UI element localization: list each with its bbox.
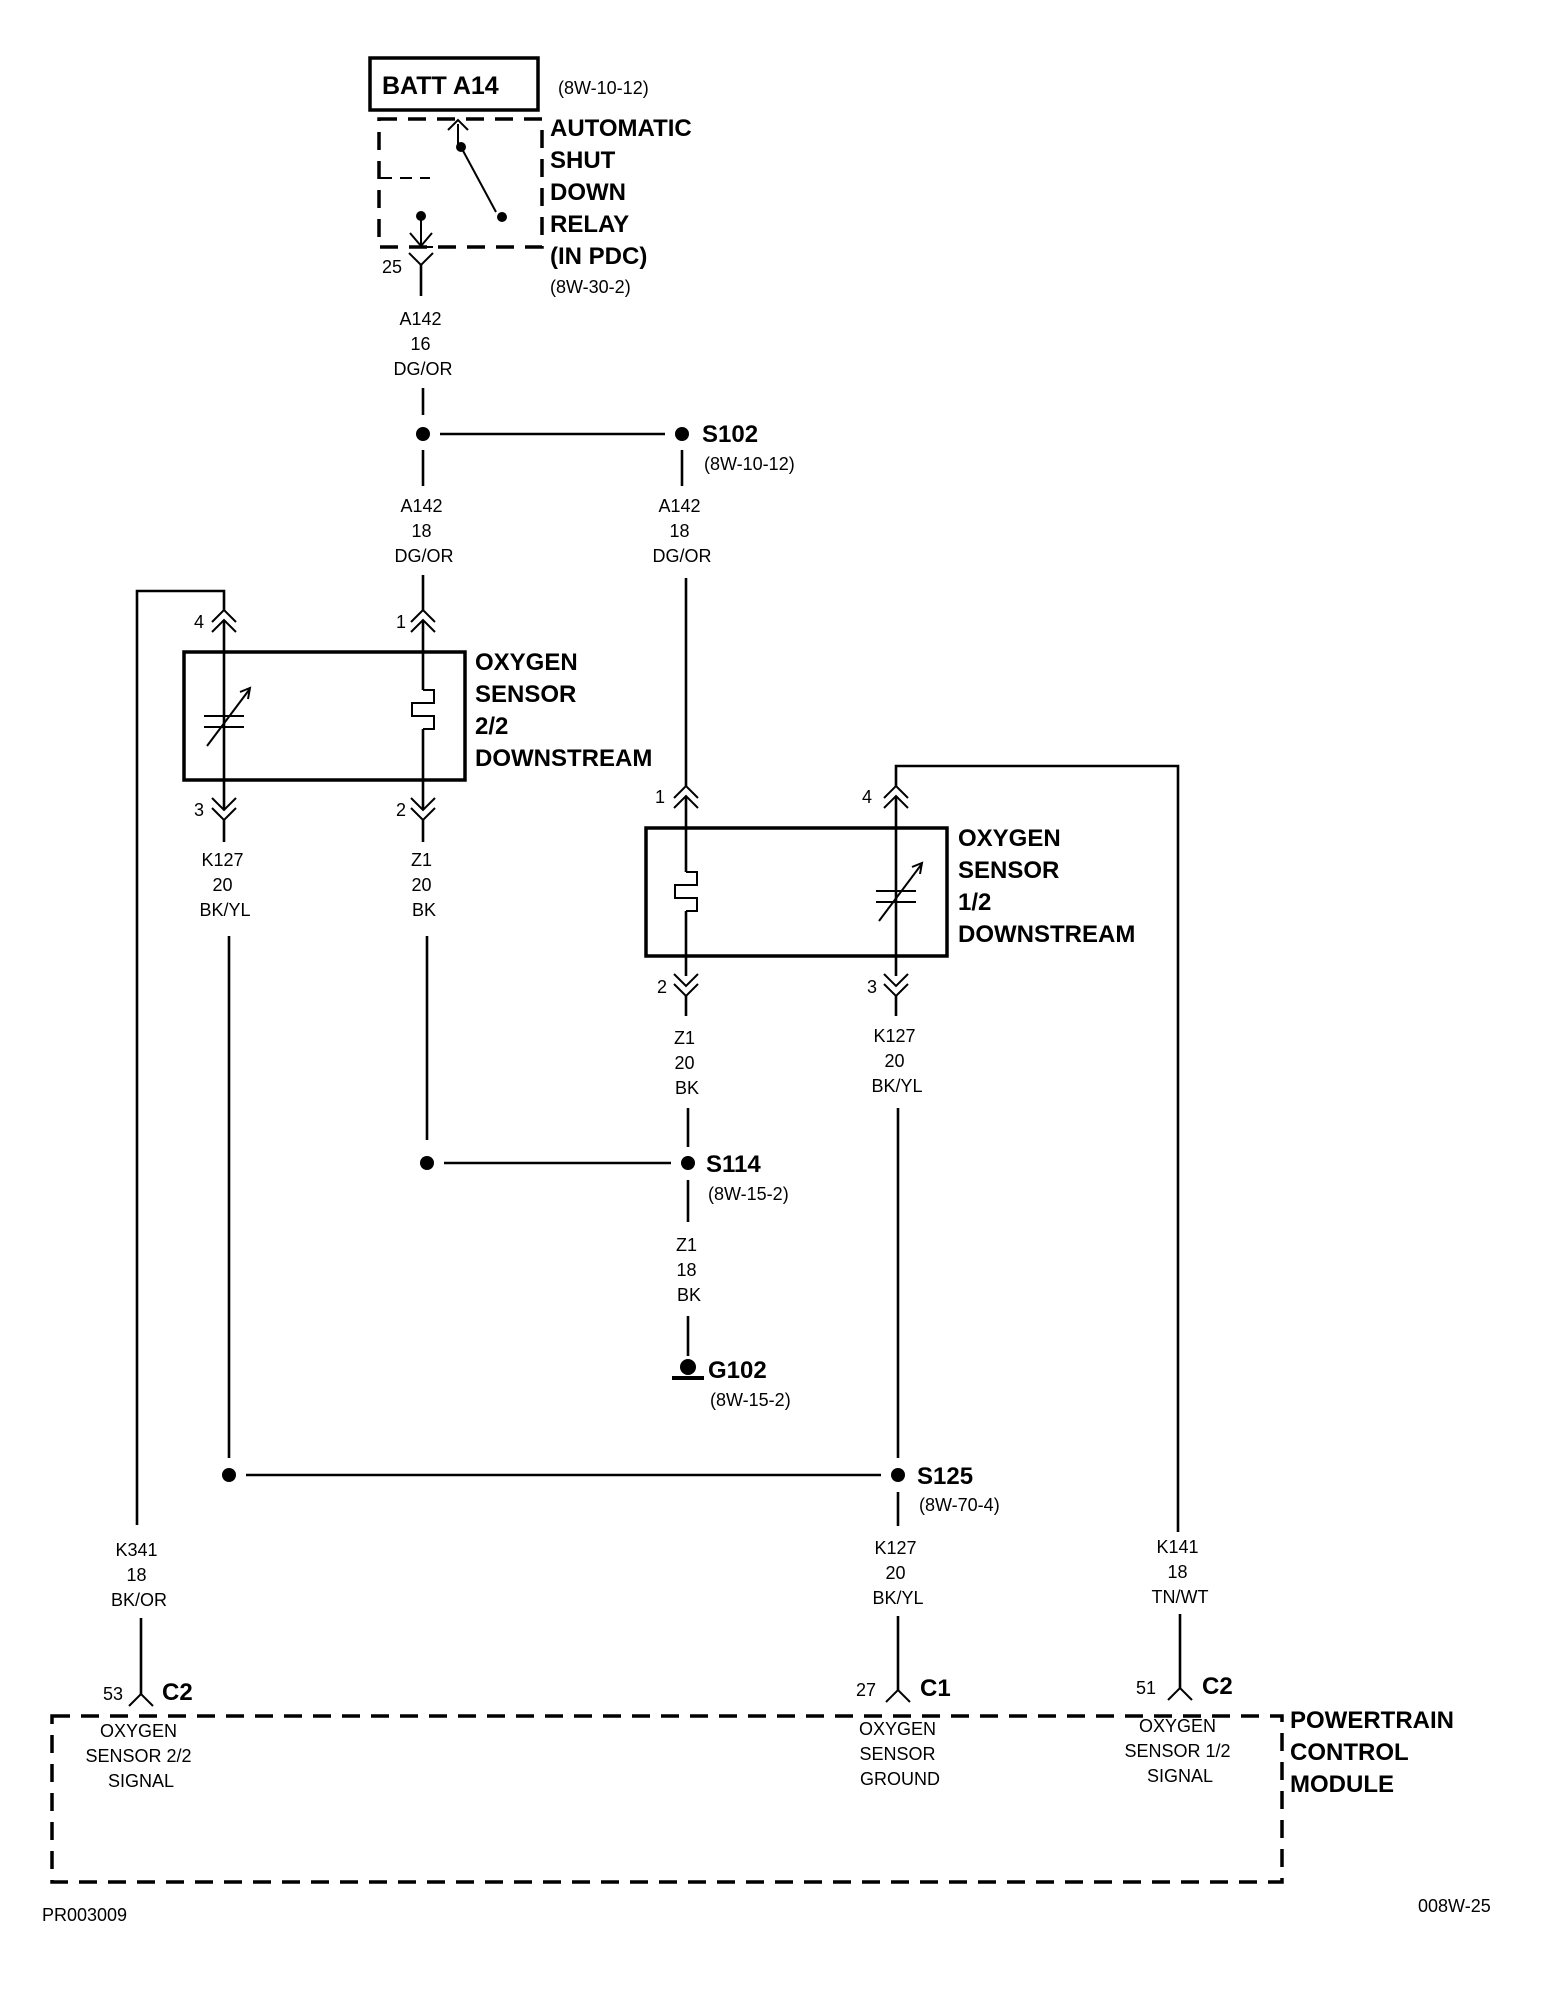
s114-label: S114 — [706, 1151, 761, 1178]
wire-z1-left-label: Z1 20 BK — [411, 850, 437, 920]
relay-box — [377, 117, 544, 249]
s22-pin-top-right: 1 — [396, 612, 406, 632]
variable-resistor-icon — [204, 686, 252, 747]
s125-ref: (8W-70-4) — [919, 1495, 1000, 1515]
wire-k127-left-label: K127 20 BK/YL — [199, 850, 250, 920]
s22-pin-top-left: 4 — [194, 612, 204, 632]
s125-label: S125 — [917, 1463, 973, 1490]
relay-switch-icon — [380, 118, 507, 248]
wire-z1-mid-label: Z1 20 BK — [674, 1028, 700, 1098]
sensor-22-name: OXYGEN SENSOR 2/2 DOWNSTREAM — [475, 649, 652, 772]
heater-icon — [674, 871, 698, 976]
g102-label: G102 — [708, 1357, 767, 1384]
s12-pin-top-left: 1 — [655, 787, 665, 807]
heater-icon — [411, 689, 435, 810]
sensor-12-box — [644, 826, 949, 958]
pcm-pin-c-conn: C2 — [1202, 1673, 1233, 1700]
s102-ref: (8W-10-12) — [704, 454, 795, 474]
footer-left: PR003009 — [42, 1905, 127, 1925]
pcm-pin-b-conn: C1 — [920, 1675, 951, 1702]
sensor-22-box — [182, 650, 467, 782]
s22-pin-bottom-left: 3 — [194, 800, 204, 820]
splice-s125-left — [222, 1468, 236, 1482]
pcm-pin-c-desc: OXYGEN SENSOR 1/2 SIGNAL — [1124, 1716, 1235, 1786]
wire-k127-mid-label: K127 20 BK/YL — [871, 1026, 922, 1096]
s114-ref: (8W-15-2) — [708, 1184, 789, 1204]
wire-a142-left-label: A142 18 DG/OR — [394, 496, 453, 566]
pcm-name: POWERTRAIN CONTROL MODULE — [1290, 1707, 1461, 1798]
splice-s102 — [675, 427, 689, 441]
wire-k341-label: K341 18 BK/OR — [111, 1540, 167, 1610]
relay-ref: (8W-30-2) — [550, 277, 631, 297]
relay-connector-icon — [408, 252, 434, 296]
relay-pin: 25 — [382, 257, 402, 277]
pcm-connector-icon — [128, 1686, 1193, 1707]
wire-k341 — [135, 589, 226, 1525]
pcm-pin-b-num: 27 — [856, 1680, 876, 1700]
sensor-12-name: OXYGEN SENSOR 1/2 DOWNSTREAM — [958, 825, 1135, 948]
wire-a142-right-label: A142 18 DG/OR — [652, 496, 711, 566]
wire-z1-18-label: Z1 18 BK — [676, 1235, 702, 1305]
s12-pin-bottom-left: 2 — [657, 977, 667, 997]
variable-resistor-icon — [876, 861, 924, 922]
pcm-pin-b-desc: OXYGEN SENSOR GROUND — [859, 1719, 941, 1789]
s12-pin-bottom-right: 3 — [867, 977, 877, 997]
s12-connector-top-icon — [673, 784, 909, 809]
splice-s125 — [891, 1468, 905, 1482]
s22-pin-bottom-right: 2 — [396, 800, 406, 820]
wire-k127-bottom-label: K127 20 BK/YL — [872, 1538, 923, 1608]
footer-right: 008W-25 — [1418, 1896, 1491, 1916]
wire-k141-label: K141 18 TN/WT — [1152, 1537, 1209, 1607]
ground-icon — [672, 1359, 704, 1380]
battery-ref: (8W-10-12) — [558, 78, 649, 98]
wire-a142-16-label: A142 16 DG/OR — [393, 309, 452, 379]
battery-label: BATT A14 — [382, 72, 499, 100]
pcm-pin-c-num: 51 — [1136, 1678, 1156, 1698]
splice-s102-left — [416, 427, 430, 441]
splice-s114-left — [420, 1156, 434, 1170]
g102-ref: (8W-15-2) — [710, 1390, 791, 1410]
pcm-pin-a-desc: OXYGEN SENSOR 2/2 SIGNAL — [85, 1721, 196, 1791]
battery-box — [368, 56, 540, 112]
pcm-pin-a-conn: C2 — [162, 1679, 193, 1706]
splice-s114 — [681, 1156, 695, 1170]
pcm-pin-a-num: 53 — [103, 1684, 123, 1704]
relay-name: AUTOMATIC SHUT DOWN RELAY (IN PDC) — [550, 115, 698, 270]
s102-label: S102 — [702, 421, 758, 448]
s12-pin-top-right: 4 — [862, 787, 872, 807]
pcm-box — [50, 1714, 1284, 1884]
wire-k141 — [894, 764, 1180, 1532]
